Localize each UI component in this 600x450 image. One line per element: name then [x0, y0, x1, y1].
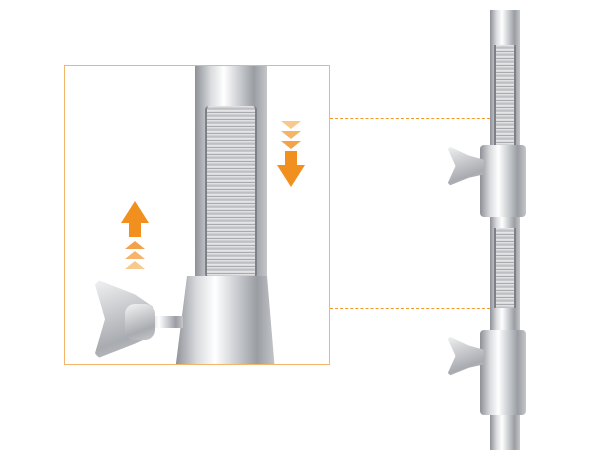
- stand-clamp-top: [480, 145, 526, 217]
- connector-line-top: [330, 118, 495, 119]
- knob-hub: [125, 304, 155, 340]
- arrow-up-icon: [121, 201, 149, 269]
- stand-knob-top: [446, 145, 484, 187]
- detail-frame: [64, 65, 330, 365]
- arrow-down-icon: [277, 121, 305, 187]
- stand-spring-bottom: [494, 228, 516, 308]
- stand-clamp-bottom: [480, 330, 526, 415]
- connector-line-bottom: [330, 308, 495, 309]
- clamp-body: [175, 276, 275, 364]
- stand-knob-bottom: [446, 335, 484, 377]
- stand-spring-top: [494, 45, 516, 145]
- spring: [205, 106, 257, 278]
